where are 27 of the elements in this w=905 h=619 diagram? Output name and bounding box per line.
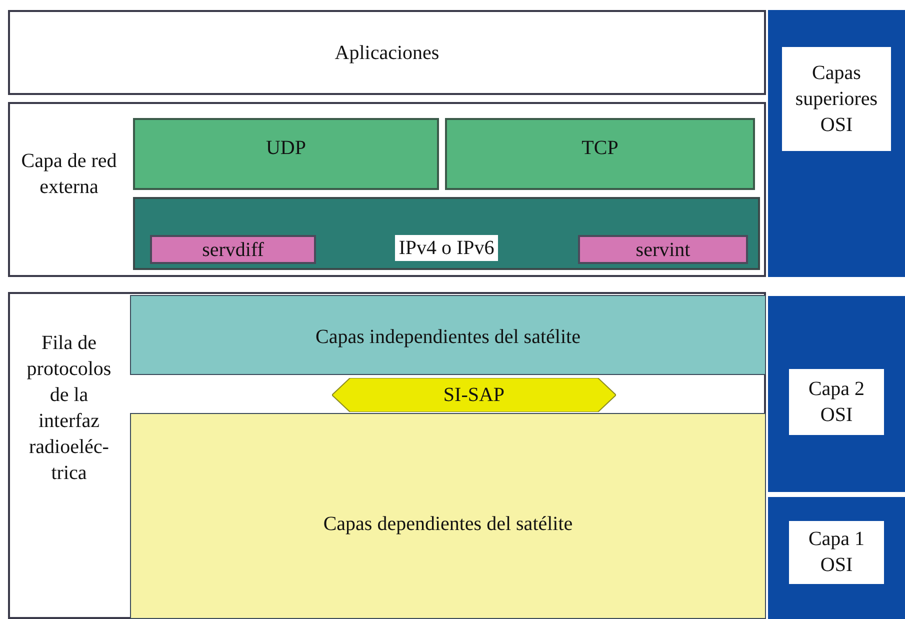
layer-label: Capa 1 OSI — [789, 520, 884, 584]
protocol-box — [133, 197, 760, 270]
layer-label: servint — [636, 238, 690, 262]
layer-box — [130, 413, 766, 619]
layer-label: Capas dependientes del satélite — [323, 512, 573, 537]
stack-label: Fila de protocolos de la interfaz radioeléc- trica — [26, 331, 112, 486]
osi-band — [768, 10, 905, 277]
layer-label: servdiff — [202, 238, 264, 262]
layer-label: Capas superiores OSI — [782, 46, 891, 150]
protocol-box — [445, 118, 755, 190]
service-box — [578, 235, 748, 264]
layer-label: UDP — [266, 136, 306, 161]
layer-box — [130, 295, 766, 375]
layer-label: Aplicaciones — [334, 40, 440, 66]
layer-label: Capas independientes del satélite — [316, 325, 580, 350]
osi-band — [768, 296, 905, 492]
layer-box — [8, 292, 766, 619]
layer-label: TCP — [582, 136, 618, 161]
osi-band — [768, 497, 905, 619]
protocol-box — [133, 118, 439, 190]
layer-box — [8, 10, 766, 95]
layer-label: Capa 2 OSI — [789, 369, 884, 435]
layer-label: IPv4 o IPv6 — [394, 234, 498, 260]
service-box — [150, 235, 316, 264]
layer-box — [8, 102, 766, 277]
layer-label: SI-SAP — [443, 383, 505, 408]
stack-label: Capa de red externa — [20, 149, 118, 200]
